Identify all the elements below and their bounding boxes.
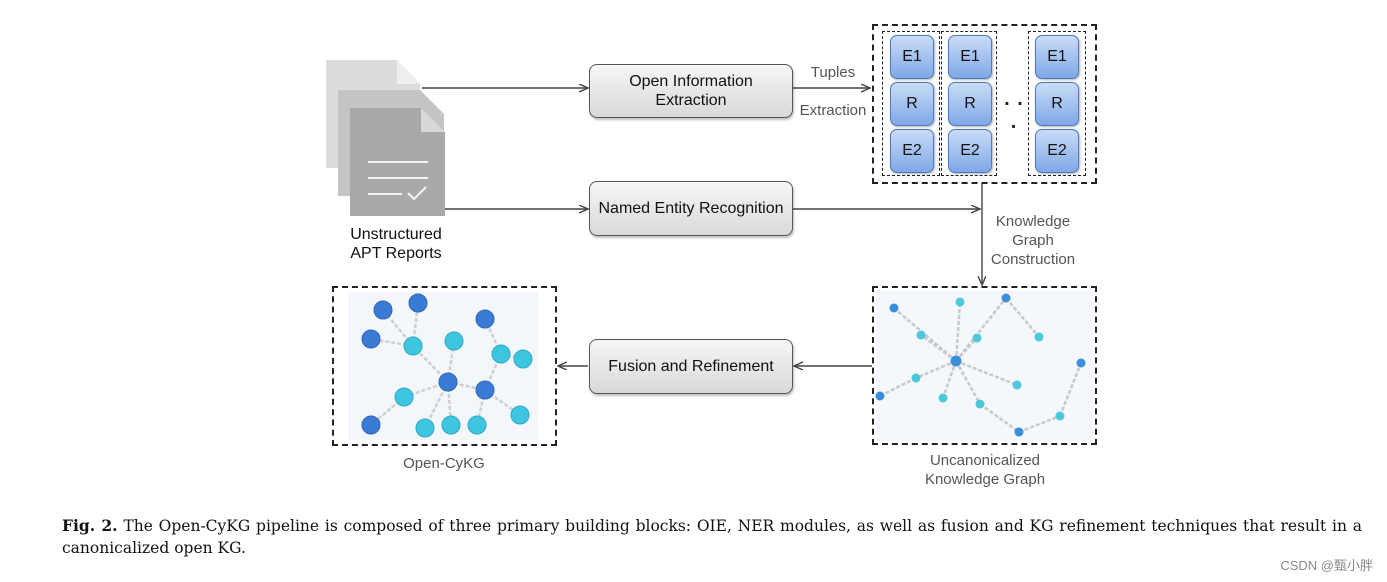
tuple-2-r: R [948, 82, 992, 126]
kgc-label-line3: Construction [990, 251, 1076, 268]
tuple-3-e1: E1 [1035, 35, 1079, 79]
tuple-1-e1: E1 [890, 35, 934, 79]
uncanonicalized-kg-panel [872, 286, 1097, 445]
tuples-ellipsis: . . . [1004, 88, 1024, 133]
open-cykg-label: Open-CyKG [403, 455, 485, 472]
caption-text: The Open-CyKG pipeline is composed of th… [62, 517, 1362, 557]
caption-prefix: Fig. 2. [62, 516, 118, 535]
tuple-group-1 [882, 31, 940, 176]
oie-label-line2: Extraction [655, 92, 727, 109]
fusion-box: Fusion and Refinement [589, 339, 793, 394]
oie-label-line1: Open Information [629, 73, 753, 90]
tuple-3-r: R [1035, 82, 1079, 126]
ner-label: Named Entity Recognition [598, 200, 784, 217]
uncanonicalized-label-line1: Uncanonicalized [929, 452, 1041, 469]
tuple-1-e2: E2 [890, 129, 934, 173]
oie-box: Open Information Extraction [589, 64, 793, 118]
extraction-label: Extraction [799, 102, 867, 119]
watermark: CSDN @甄小胖 [1280, 558, 1373, 573]
tuple-3-e2: E2 [1035, 129, 1079, 173]
documents-label-line2: APT Reports [350, 245, 442, 262]
uncanonicalized-label-line2: Knowledge Graph [924, 471, 1046, 488]
fusion-label: Fusion and Refinement [608, 358, 774, 375]
tuple-group-2 [941, 31, 997, 176]
tuple-2-e2: E2 [948, 129, 992, 173]
tuples-panel [872, 24, 1097, 184]
figure-caption: Fig. 2. The Open-CyKG pipeline is compos… [62, 515, 1362, 559]
open-cykg-panel [332, 286, 557, 446]
tuple-group-3 [1028, 31, 1086, 176]
documents-label-line1: Unstructured [350, 226, 442, 243]
tuple-2-e1: E1 [948, 35, 992, 79]
tuples-label: Tuples [810, 64, 856, 81]
tuple-1-r: R [890, 82, 934, 126]
kgc-label-line1: Knowledge [995, 213, 1071, 230]
kgc-label-line2: Graph [1012, 232, 1054, 249]
ner-box: Named Entity Recognition [589, 181, 793, 236]
